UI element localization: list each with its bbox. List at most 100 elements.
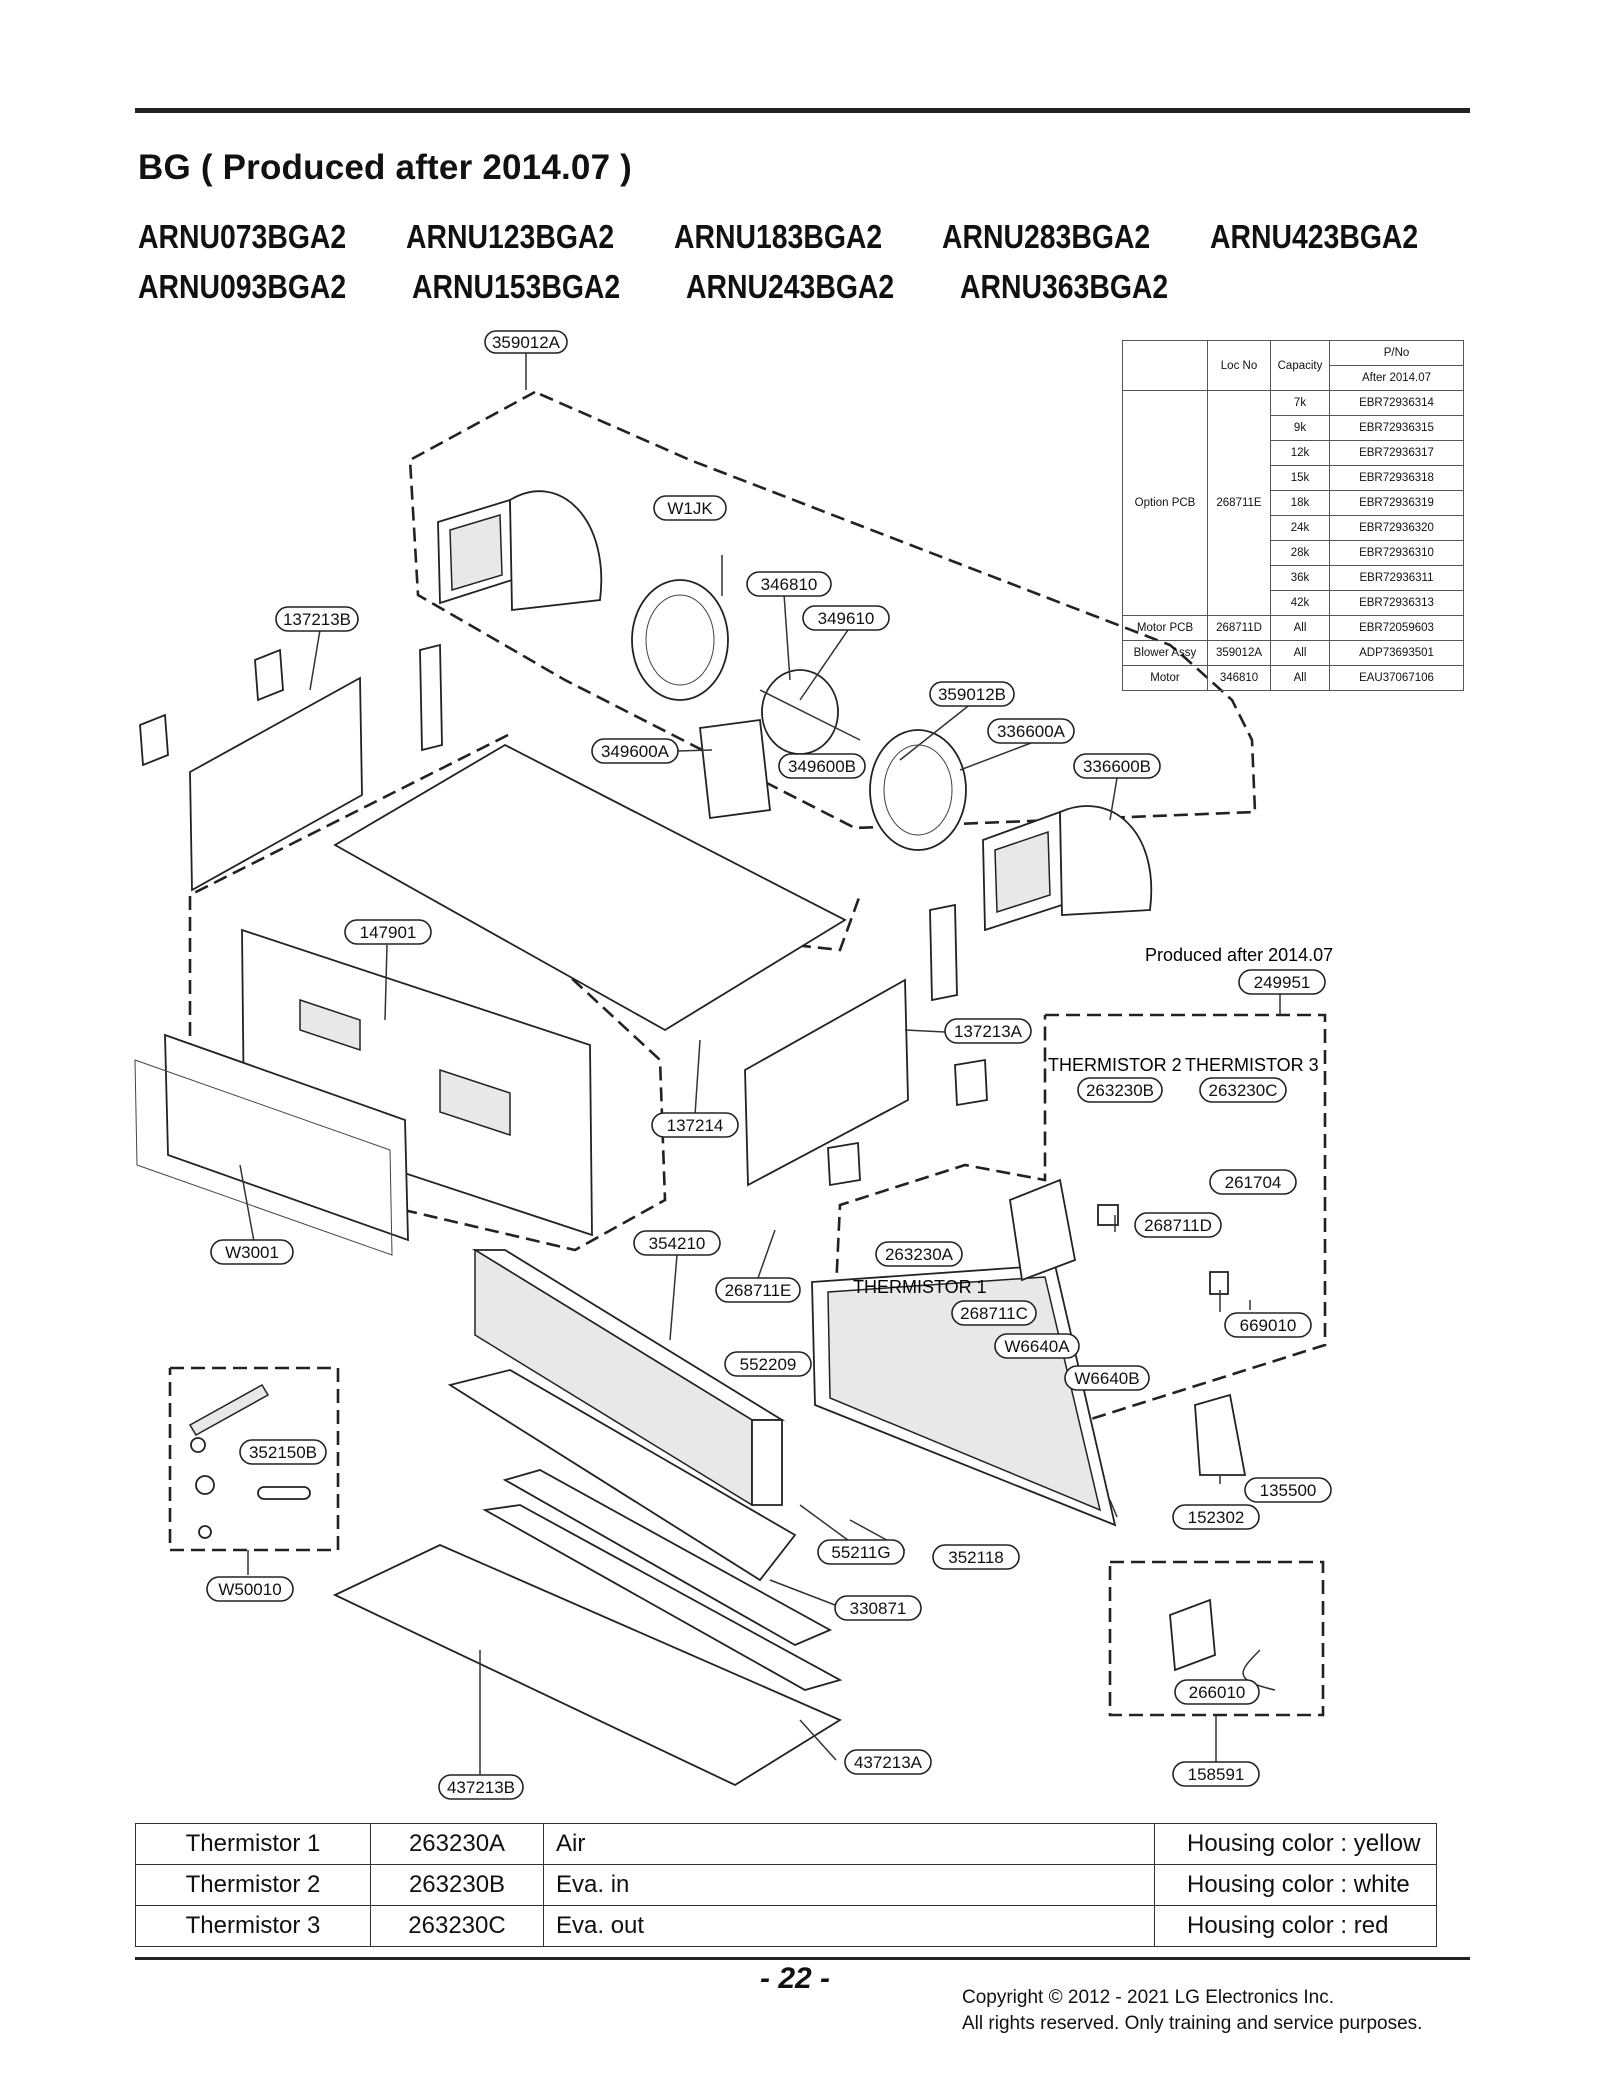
callout-552209: 552209 xyxy=(724,1351,812,1377)
callout-268711C: 268711C xyxy=(951,1300,1037,1326)
callout-359012A: 359012A xyxy=(484,330,568,354)
callout-346810: 346810 xyxy=(746,571,832,597)
accessory-group-outline xyxy=(168,1366,340,1552)
pno-cell: EBR72059603 xyxy=(1329,615,1464,641)
pno-cell: EBR72936314 xyxy=(1329,390,1464,416)
svg-text:352150B: 352150B xyxy=(249,1443,317,1462)
callout-669010: 669010 xyxy=(1224,1312,1312,1338)
produced-after-note: Produced after 2014.07 xyxy=(1145,945,1333,965)
heat-exchanger xyxy=(471,1248,786,1507)
callout-158591: 158591 xyxy=(1172,1761,1260,1787)
callout-263230B: 263230B xyxy=(1077,1077,1163,1103)
svg-text:266010: 266010 xyxy=(1189,1683,1246,1702)
motor-pcb xyxy=(1097,1204,1119,1226)
side-bracket xyxy=(419,643,443,752)
housing-opening xyxy=(994,830,1051,914)
service-cover xyxy=(1194,1393,1247,1476)
front-panel-opening xyxy=(439,1068,511,1137)
callout-137214: 137214 xyxy=(651,1112,739,1138)
leader-line xyxy=(799,1504,861,1550)
table-row: Thermistor 2 263230B Eva. in Housing col… xyxy=(135,1864,1437,1906)
svg-text:349600B: 349600B xyxy=(788,757,856,776)
front-panel-body xyxy=(241,928,593,1237)
fan-wheel-inner xyxy=(645,594,715,686)
capacity-cell: 18k xyxy=(1270,490,1330,516)
pno-cell: EBR72936320 xyxy=(1329,515,1464,541)
float-switch-cable xyxy=(1242,1649,1276,1691)
scroll-housing-left xyxy=(437,498,513,605)
thermistor-name: Thermistor 1 xyxy=(135,1823,371,1865)
right-side-plate xyxy=(744,903,988,1187)
callout-352150B: 352150B xyxy=(239,1439,327,1465)
model-row-1: ARNU073BGA2 ARNU123BGA2 ARNU183BGA2 ARNU… xyxy=(138,212,1478,262)
model-name: ARNU283BGA2 xyxy=(942,218,1151,255)
side-panel-left xyxy=(189,676,363,892)
pno-cell: EBR72936310 xyxy=(1329,540,1464,566)
svg-text:349600A: 349600A xyxy=(601,742,670,761)
model-row-2: ARNU093BGA2 ARNU153BGA2 ARNU243BGA2 ARNU… xyxy=(138,262,1478,312)
copyright-line: All rights reserved. Only training and s… xyxy=(962,2013,1423,2034)
svg-text:359012B: 359012B xyxy=(938,685,1006,704)
top-rule xyxy=(135,108,1470,113)
svg-text:336600A: 336600A xyxy=(997,722,1066,741)
drain-pan-support xyxy=(502,1469,833,1647)
part-name-cell: Motor PCB xyxy=(1122,615,1208,641)
svg-text:330871: 330871 xyxy=(850,1599,907,1618)
insulation xyxy=(257,1486,311,1500)
leader-line xyxy=(959,742,1032,771)
fan-wheel-right xyxy=(869,729,967,851)
fan-wheel-inner xyxy=(883,744,953,836)
model-name: ARNU073BGA2 xyxy=(138,218,347,255)
leader-line xyxy=(1109,1499,1118,1518)
thermistor-part: 263230B xyxy=(370,1864,544,1906)
svg-text:352118: 352118 xyxy=(948,1548,1003,1567)
capacity-cell: All xyxy=(1270,640,1330,666)
leader-line xyxy=(783,593,791,681)
model-name: ARNU423BGA2 xyxy=(1210,218,1419,255)
svg-text:437213B: 437213B xyxy=(447,1778,515,1797)
loc-no-cell: 359012A xyxy=(1207,640,1271,666)
callout-330871: 330871 xyxy=(834,1595,922,1621)
callout-437213A: 437213A xyxy=(844,1749,932,1775)
svg-text:261704: 261704 xyxy=(1225,1173,1282,1192)
motor-shaft xyxy=(759,689,861,741)
thermistor-1-label: THERMISTOR 1 xyxy=(853,1277,987,1297)
callout-147901: 147901 xyxy=(344,919,432,945)
fan-wheel-left xyxy=(631,579,729,701)
model-name: ARNU363BGA2 xyxy=(960,268,1169,305)
callout-336600B: 336600B xyxy=(1073,753,1161,779)
callout-135500: 135500 xyxy=(1244,1477,1332,1503)
side-plate-right xyxy=(744,978,909,1187)
capacity-cell: 42k xyxy=(1270,590,1330,616)
svg-text:354210: 354210 xyxy=(649,1234,706,1253)
leader-line xyxy=(676,749,713,752)
thermistor-3-label: THERMISTOR 3 xyxy=(1185,1055,1319,1075)
callout-263230C: 263230C xyxy=(1199,1077,1287,1103)
accessories xyxy=(188,1383,311,1539)
callout-W50010: W50010 xyxy=(206,1576,294,1602)
bottom-rule xyxy=(135,1957,1470,1960)
leader-line xyxy=(239,1164,256,1248)
fuse-holder xyxy=(1209,1271,1229,1295)
callout-152302: 152302 xyxy=(1172,1504,1260,1530)
callout-349600A: 349600A xyxy=(591,738,679,764)
capacity-header: Capacity xyxy=(1270,340,1330,391)
svg-text:W6640A: W6640A xyxy=(1004,1337,1070,1356)
table-row: Thermistor 1 263230A Air Housing color :… xyxy=(135,1823,1437,1865)
callout-352118: 352118 xyxy=(932,1544,1020,1570)
capacity-cell: 15k xyxy=(1270,465,1330,491)
callout-137213A: 137213A xyxy=(944,1018,1032,1044)
svg-text:359012A: 359012A xyxy=(492,333,561,352)
leader-line xyxy=(849,1519,906,1551)
option-pcb-loc-no: 268711E xyxy=(1207,390,1271,616)
part-name-cell: Motor xyxy=(1122,665,1208,691)
svg-text:152302: 152302 xyxy=(1188,1508,1245,1527)
pno-header: P/No xyxy=(1329,340,1464,366)
svg-text:669010: 669010 xyxy=(1240,1316,1297,1335)
capacity-cell: 9k xyxy=(1270,415,1330,441)
hanger-bracket xyxy=(954,1058,988,1107)
drain-pump-body xyxy=(1169,1598,1216,1672)
svg-text:437213A: 437213A xyxy=(854,1753,923,1772)
svg-text:268711D: 268711D xyxy=(1144,1216,1212,1235)
evaporator-coil xyxy=(474,1248,753,1507)
